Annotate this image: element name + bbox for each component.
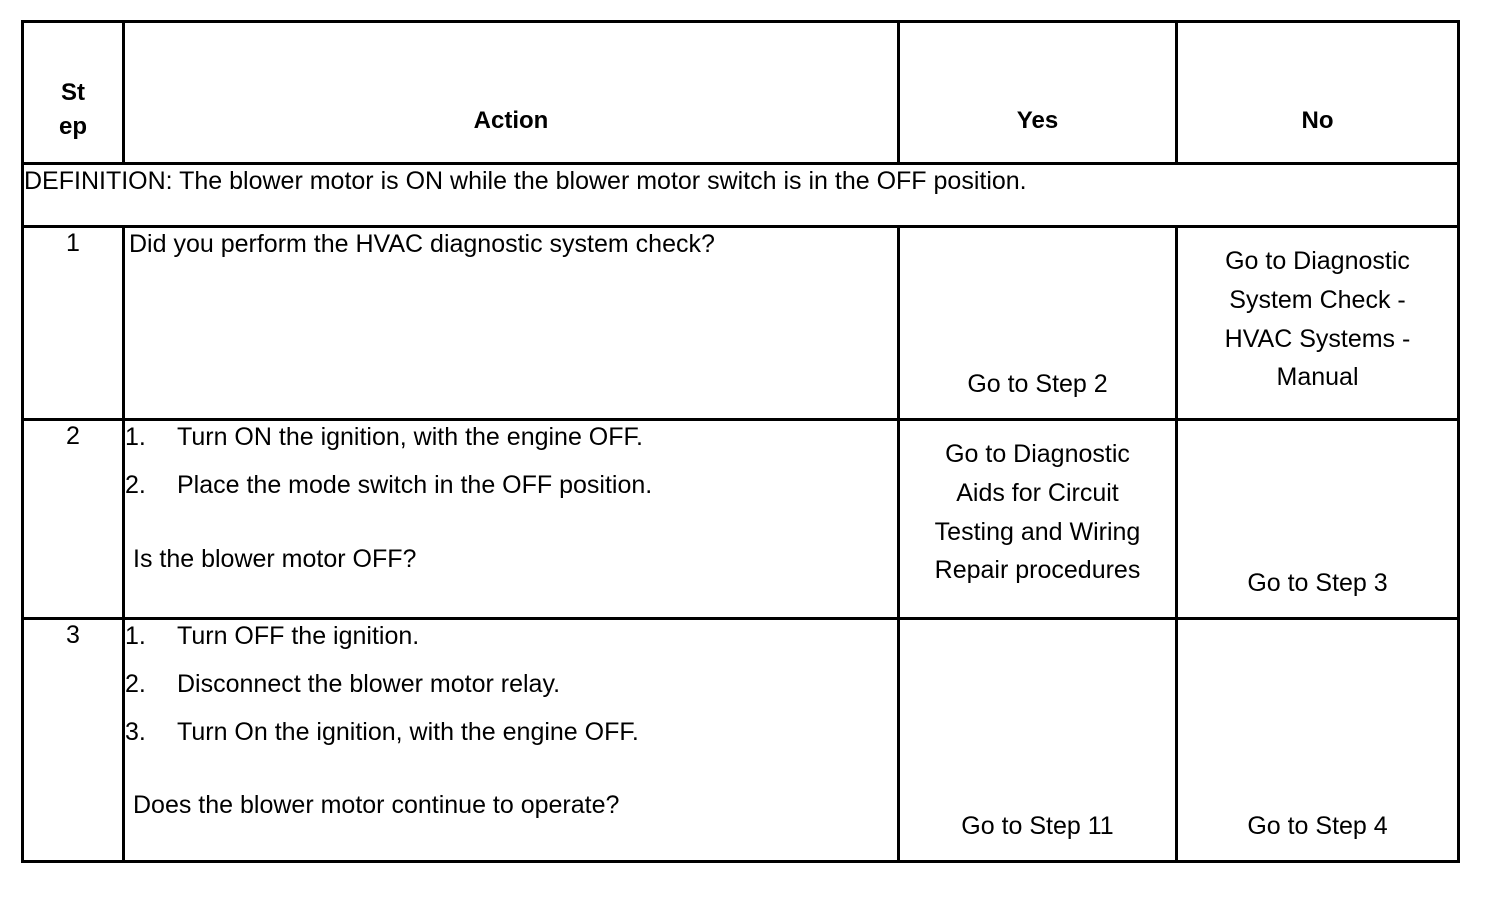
- action-step-marker: 2.: [125, 470, 146, 499]
- action-step-text: Turn OFF the ignition.: [177, 622, 420, 650]
- table-body: DEFINITION: The blower motor is ON while…: [21, 162, 1460, 863]
- yes-result-text: Go to Step 2: [900, 367, 1175, 402]
- column-header-action: Action: [122, 20, 900, 165]
- yes-result-line: Repair procedures: [934, 556, 1141, 585]
- no-result-line: Go to Step 4: [1247, 812, 1388, 840]
- yes-cell: Go to Diagnostic Aids for Circuit Testin…: [897, 418, 1178, 620]
- no-result-text: Go to Step 3: [1178, 566, 1457, 601]
- action-step-item: 2. Disconnect the blower motor relay.: [125, 668, 897, 702]
- action-intro-text: Did you perform the HVAC diagnostic syst…: [129, 230, 715, 258]
- diagnostic-procedure-table: St ep Action Yes No DEFINITION: The blo: [21, 20, 1460, 863]
- column-header-no-label: No: [1301, 106, 1334, 134]
- step-number-cell: 1: [21, 225, 125, 421]
- yes-result-text: Go to Step 11: [900, 809, 1175, 844]
- action-step-item: 1. Turn OFF the ignition.: [125, 620, 897, 654]
- yes-result-text: Go to Diagnostic Aids for Circuit Testin…: [900, 421, 1175, 590]
- no-result-text: Go to Diagnostic System Check - HVAC Sys…: [1178, 228, 1457, 397]
- no-result-line: Go to Step 3: [1247, 569, 1388, 597]
- no-result-line: Manual: [1276, 363, 1359, 392]
- action-step-item: 3. Turn On the ignition, with the engine…: [125, 716, 897, 750]
- definition-cell: DEFINITION: The blower motor is ON while…: [21, 162, 1460, 228]
- no-result-line: Go to Diagnostic: [1225, 247, 1410, 275]
- action-step-text: Place the mode switch in the OFF positio…: [177, 470, 653, 499]
- yes-result-line: Aids for Circuit: [956, 478, 1119, 507]
- table-header-row: St ep Action Yes No: [21, 20, 1460, 165]
- column-header-no: No: [1175, 20, 1460, 165]
- column-header-yes-label: Yes: [1016, 106, 1059, 134]
- action-step-list: 1. Turn ON the ignition, with the engine…: [125, 421, 897, 503]
- action-step-marker: 1.: [125, 423, 146, 451]
- column-header-action-label: Action: [473, 106, 549, 134]
- action-step-text: Turn ON the ignition, with the engine OF…: [177, 423, 643, 451]
- no-result-line: System Check -: [1229, 285, 1406, 314]
- table-row: 3 1. Turn OFF the ignition. 2. Disconnec…: [21, 617, 1460, 863]
- action-cell: Did you perform the HVAC diagnostic syst…: [122, 225, 900, 421]
- column-header-step-line1: St: [61, 78, 85, 106]
- action-step-marker: 3.: [125, 717, 146, 746]
- table-header: St ep Action Yes No: [21, 20, 1460, 165]
- yes-result-line: Testing and Wiring: [934, 517, 1141, 546]
- yes-result-line: Go to Diagnostic: [945, 440, 1130, 468]
- action-step-list: 1. Turn OFF the ignition. 2. Disconnect …: [125, 620, 897, 749]
- column-header-step-line2: ep: [58, 112, 87, 140]
- action-step-text: Disconnect the blower motor relay.: [177, 669, 561, 698]
- no-cell: Go to Step 4: [1175, 617, 1460, 863]
- step-number: 2: [66, 422, 80, 450]
- step-number: 3: [66, 621, 80, 649]
- yes-cell: Go to Step 11: [897, 617, 1178, 863]
- step-number-cell: 2: [21, 418, 125, 620]
- no-result-line: HVAC Systems -: [1224, 324, 1411, 353]
- action-cell: 1. Turn ON the ignition, with the engine…: [122, 418, 900, 620]
- yes-result-line: Go to Step 2: [967, 370, 1108, 398]
- yes-result-line: Go to Step 11: [961, 812, 1114, 840]
- action-spacer: [125, 749, 897, 789]
- action-step-marker: 2.: [125, 669, 146, 698]
- action-step-item: 1. Turn ON the ignition, with the engine…: [125, 421, 897, 455]
- definition-text: DEFINITION: The blower motor is ON while…: [24, 167, 1027, 195]
- action-cell: 1. Turn OFF the ignition. 2. Disconnect …: [122, 617, 900, 863]
- step-number: 1: [66, 229, 80, 257]
- action-step-text: Turn On the ignition, with the engine OF…: [177, 717, 639, 746]
- step-number-cell: 3: [21, 617, 125, 863]
- column-header-step: St ep: [21, 20, 125, 165]
- action-question-text: Does the blower motor continue to operat…: [133, 791, 620, 820]
- action-step-marker: 1.: [125, 622, 146, 650]
- action-step-item: 2. Place the mode switch in the OFF posi…: [125, 469, 897, 503]
- action-spacer: [125, 503, 897, 543]
- no-cell: Go to Step 3: [1175, 418, 1460, 620]
- table-row: 2 1. Turn ON the ignition, with the engi…: [21, 418, 1460, 620]
- no-result-text: Go to Step 4: [1178, 809, 1457, 844]
- table-row: 1 Did you perform the HVAC diagnostic sy…: [21, 225, 1460, 421]
- definition-row: DEFINITION: The blower motor is ON while…: [21, 162, 1460, 228]
- no-cell: Go to Diagnostic System Check - HVAC Sys…: [1175, 225, 1460, 421]
- action-question-text: Is the blower motor OFF?: [133, 544, 417, 573]
- column-header-yes: Yes: [897, 20, 1178, 165]
- yes-cell: Go to Step 2: [897, 225, 1178, 421]
